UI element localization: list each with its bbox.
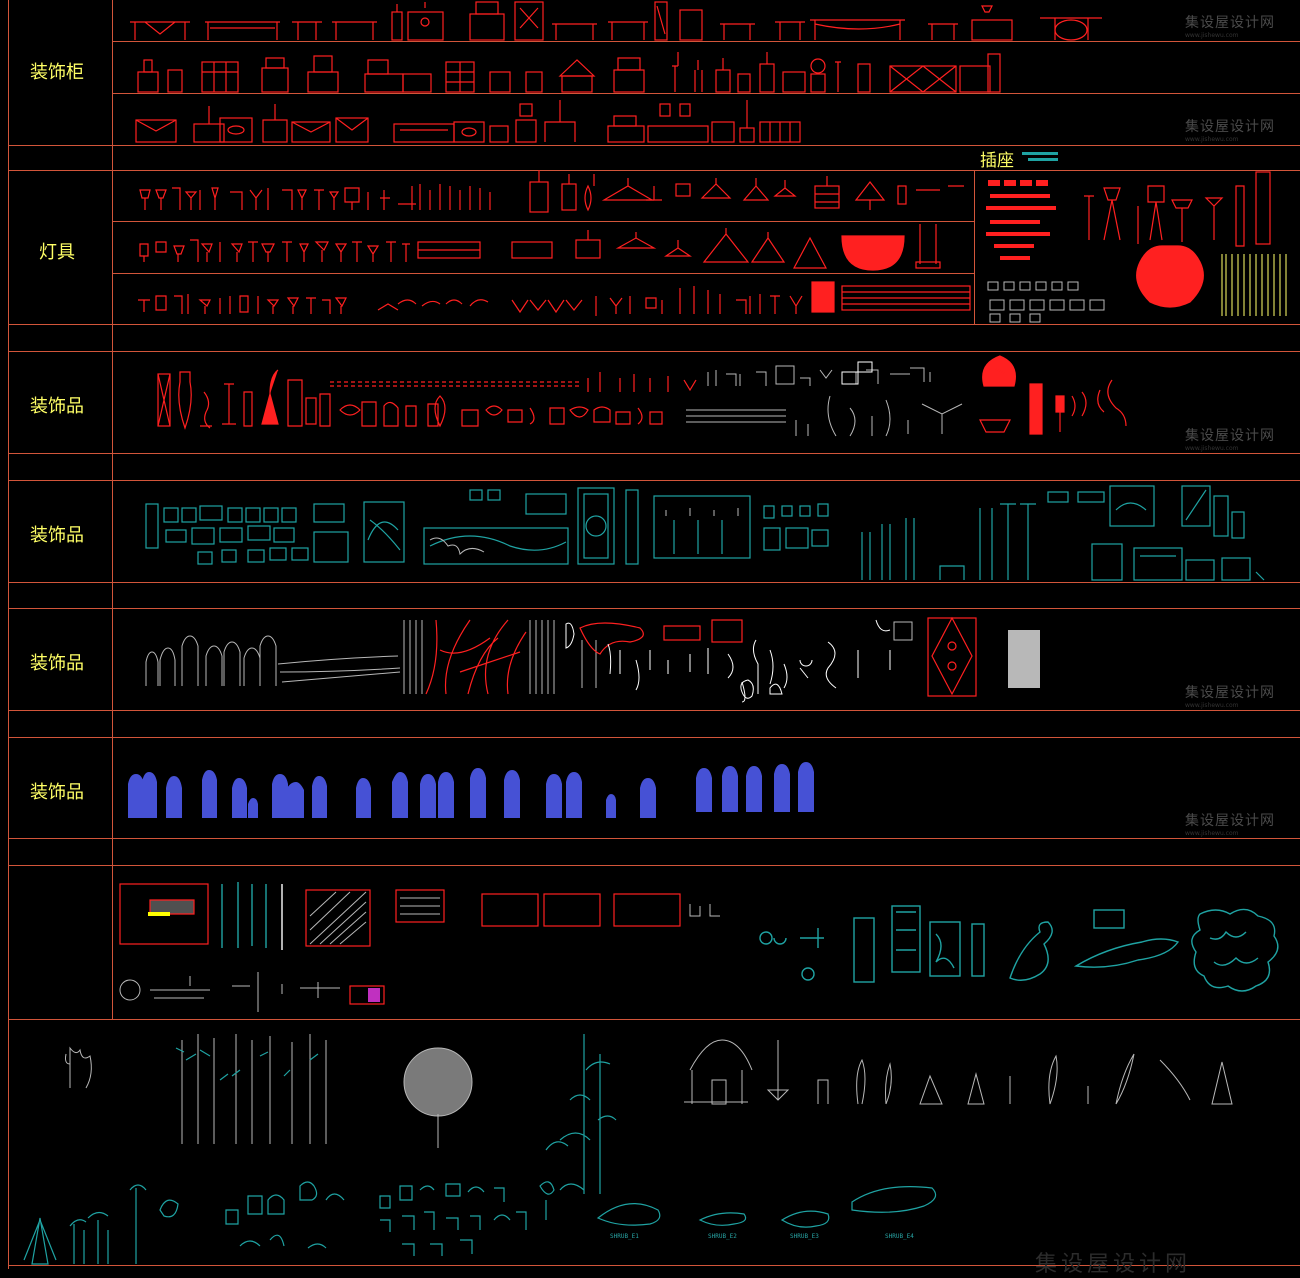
row-divider <box>8 865 1300 866</box>
shrub-caption: SHRUB_E2 <box>708 1233 737 1240</box>
section-label-cabinets: 装饰柜 <box>30 62 84 83</box>
row-divider <box>8 480 1300 481</box>
row-divider <box>8 145 1300 146</box>
section-label-decor-2: 装饰品 <box>30 525 84 546</box>
decor-blocks-row-1 <box>157 355 1127 435</box>
row-divider <box>112 93 1300 94</box>
row-divider <box>8 324 1300 325</box>
misc-magenta-block <box>368 988 380 1002</box>
row-divider <box>8 170 1300 171</box>
socket-symbols <box>1022 152 1058 161</box>
plant-blocks-gray <box>65 1034 1233 1148</box>
row-divider <box>8 1019 1300 1020</box>
shrub-caption: SHRUB_E3 <box>790 1233 819 1240</box>
misc-blocks-gray <box>119 891 720 1012</box>
row-divider <box>8 351 1300 352</box>
row-divider <box>8 710 1300 711</box>
row-divider <box>112 221 974 222</box>
decor-blocks-row-2 <box>145 485 1265 581</box>
row-divider <box>8 582 1300 583</box>
row-divider <box>8 737 1300 738</box>
decor-blocks-row-1-gray <box>686 365 963 437</box>
row-divider <box>112 273 974 274</box>
section-label-decor-1: 装饰品 <box>30 396 84 417</box>
socket-symbol-grid-gray <box>987 281 1105 323</box>
left-border-line <box>8 0 9 1269</box>
section-label-lamps: 灯具 <box>39 242 75 263</box>
row-divider <box>8 608 1300 609</box>
decor-white-items <box>841 361 873 385</box>
label-column-divider <box>112 0 113 1020</box>
misc-cyan-strips <box>221 882 1279 992</box>
decor-blocks-row-2-gray <box>429 508 739 556</box>
misc-blocks <box>119 883 681 1005</box>
decor-branch-art <box>425 616 977 697</box>
shrub-caption: SHRUB_E4 <box>885 1233 914 1240</box>
socket-label: 插座 <box>980 151 1014 171</box>
shrub-caption: SHRUB_E1 <box>610 1233 639 1240</box>
decor-white-figures <box>565 619 891 703</box>
decor-gray-pattern <box>1008 630 1040 688</box>
lamp-column-divider <box>974 170 975 325</box>
section-label-decor-3: 装饰品 <box>30 653 84 674</box>
cabinet-blocks-row-3 <box>135 100 801 143</box>
people-silhouettes <box>128 762 814 818</box>
row-divider <box>8 838 1300 839</box>
cabinet-blocks-row-2 <box>137 52 1001 93</box>
socket-symbol-grid <box>986 180 1056 260</box>
cabinet-blocks-row-1 <box>130 1 1102 41</box>
bottom-border-line <box>8 1265 1300 1266</box>
decor-blocks-row-3 <box>145 620 913 694</box>
row-divider <box>112 41 1300 42</box>
plant-blocks-cyan <box>23 1034 937 1265</box>
misc-yellow-mark <box>148 912 170 916</box>
section-label-decor-4: 装饰品 <box>30 782 84 803</box>
lamp-blocks <box>138 170 1287 316</box>
row-divider <box>8 453 1300 454</box>
